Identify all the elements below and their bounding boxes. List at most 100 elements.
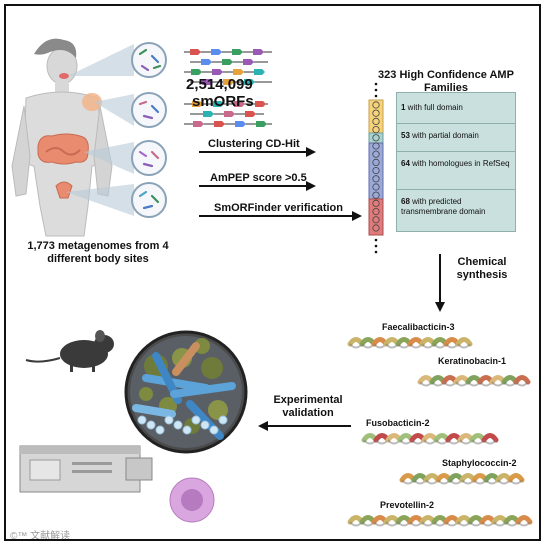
gene-arrow: [213, 101, 224, 107]
mass-spectrometer-illustration: [19, 445, 153, 493]
peptide-label-faecalibacticin: Faecalibacticin-3: [382, 322, 455, 332]
bacteria-rod: [132, 404, 176, 418]
helix-backbone: [515, 381, 529, 387]
smorf-strands: [184, 49, 272, 127]
gene-arrow: [202, 79, 213, 85]
flow-arrows: [199, 147, 445, 431]
residue-bead: [372, 199, 380, 207]
residue-bead: [372, 167, 380, 175]
peptide-label-staphylococcin: Staphylococcin-2: [442, 458, 517, 468]
gene-arrow: [201, 59, 212, 65]
coccus-cell: [155, 425, 165, 435]
family-count: 1: [401, 103, 406, 112]
residue-bead: [372, 191, 380, 199]
helix-turn: [507, 473, 525, 483]
family-desc: with full domain: [405, 103, 463, 112]
cell-illustration: [169, 477, 215, 523]
family-desc: with predicted transmembrane domain: [401, 197, 486, 216]
gene-arrow: [245, 111, 256, 117]
coccus-cell: [200, 420, 210, 430]
bacteria-rod: [172, 342, 200, 376]
row-divider: [397, 189, 515, 190]
residue-bead: [372, 134, 380, 142]
gene-arrow: [190, 49, 201, 55]
helix-turn: [455, 337, 473, 347]
family-row-refseq: 64 with homologues in RefSeq: [397, 159, 515, 169]
orf-count: 2,514,099: [186, 76, 253, 93]
family-row-full: 1 with full domain: [397, 103, 515, 113]
helix-backbone: [509, 479, 523, 485]
helix-backbone: [517, 521, 531, 527]
graphical-abstract: [11, 38, 533, 527]
gene-arrow: [243, 59, 254, 65]
peptide-label-fusobacticin: Fusobacticin-2: [366, 418, 430, 428]
residue-bead: [372, 142, 380, 150]
helix-turn: [481, 433, 499, 443]
coccus-cell: [164, 415, 174, 425]
peptide-label-prevotellin: Prevotellin-2: [380, 500, 435, 510]
gene-arrow: [232, 49, 243, 55]
family-count: 64: [401, 159, 410, 168]
helix-backbone: [457, 343, 471, 349]
gene-arrow: [214, 121, 225, 127]
family-count: 68: [401, 197, 410, 206]
biofilm-cluster: [201, 357, 223, 379]
residue-bead: [372, 224, 380, 232]
gene-arrow: [224, 111, 235, 117]
residue-bead: [372, 175, 380, 183]
family-desc: with homologues in RefSeq: [409, 159, 510, 168]
helix-turn: [513, 375, 531, 385]
peptide-sequence-column: [368, 82, 384, 254]
orf-unit: smORFs: [192, 93, 254, 110]
gene-arrow: [212, 69, 223, 75]
gene-arrow: [234, 101, 245, 107]
family-desc: with partial domain: [409, 131, 479, 140]
peptide-label-keratinobacin: Keratinobacin-1: [438, 356, 507, 366]
gene-arrow: [192, 101, 203, 107]
gene-arrow: [256, 121, 267, 127]
gene-arrow: [223, 79, 234, 85]
biofilm-cluster: [194, 338, 210, 354]
peptide-helices: [347, 337, 533, 527]
gene-arrow: [211, 49, 222, 55]
coccus-cell: [137, 415, 147, 425]
synthesis-label: Chemical synthesis: [456, 256, 508, 281]
coccus-cell: [173, 420, 183, 430]
row-divider: [397, 151, 515, 152]
validation-label: Experimental validation: [273, 394, 343, 419]
gene-arrow: [254, 69, 265, 75]
gene-arrow: [203, 111, 214, 117]
helix-backbone: [483, 439, 497, 445]
gene-arrow: [233, 69, 244, 75]
residue-bead: [372, 183, 380, 191]
gene-arrow: [191, 69, 202, 75]
residue-bead: [372, 126, 380, 134]
coccus-cell: [209, 425, 219, 435]
family-row-transmembrane: 68 with predicted transmembrane domain: [397, 197, 515, 217]
step-ampep: AmPEP score >0.5: [210, 172, 307, 184]
metagenome-caption: 1,773 metagenomes from 4 different body …: [27, 240, 169, 265]
residue-bead: [372, 216, 380, 224]
family-row-partial: 53 with partial domain: [397, 131, 515, 141]
coccus-cell: [218, 415, 228, 425]
step-clustering: Clustering CD-Hit: [208, 138, 300, 150]
coccus-cell: [146, 420, 156, 430]
residue-bead: [372, 158, 380, 166]
residue-bead: [372, 117, 380, 126]
coccus-cell: [182, 425, 192, 435]
families-title: 323 High Confidence AMP Families: [378, 69, 514, 94]
microbe-sample-magnifiers: [66, 42, 167, 218]
residue-bead: [372, 109, 380, 117]
row-divider: [397, 123, 515, 124]
gene-arrow: [253, 49, 264, 55]
figure-frame: 2,514,099 smORFs 1,773 metagenomes from …: [4, 4, 541, 541]
amp-families-table: 1 with full domain 53 with partial domai…: [396, 92, 516, 232]
watermark: ©™ 文献解读: [10, 531, 71, 541]
step-smorfinder: SmORFinder verification: [214, 202, 343, 214]
residue-bead: [372, 150, 380, 158]
mouse-illustration: [25, 330, 114, 372]
residue-bead: [372, 208, 380, 216]
helix-turn: [515, 515, 533, 525]
gene-arrow: [193, 121, 204, 127]
residue-bead: [372, 101, 380, 109]
